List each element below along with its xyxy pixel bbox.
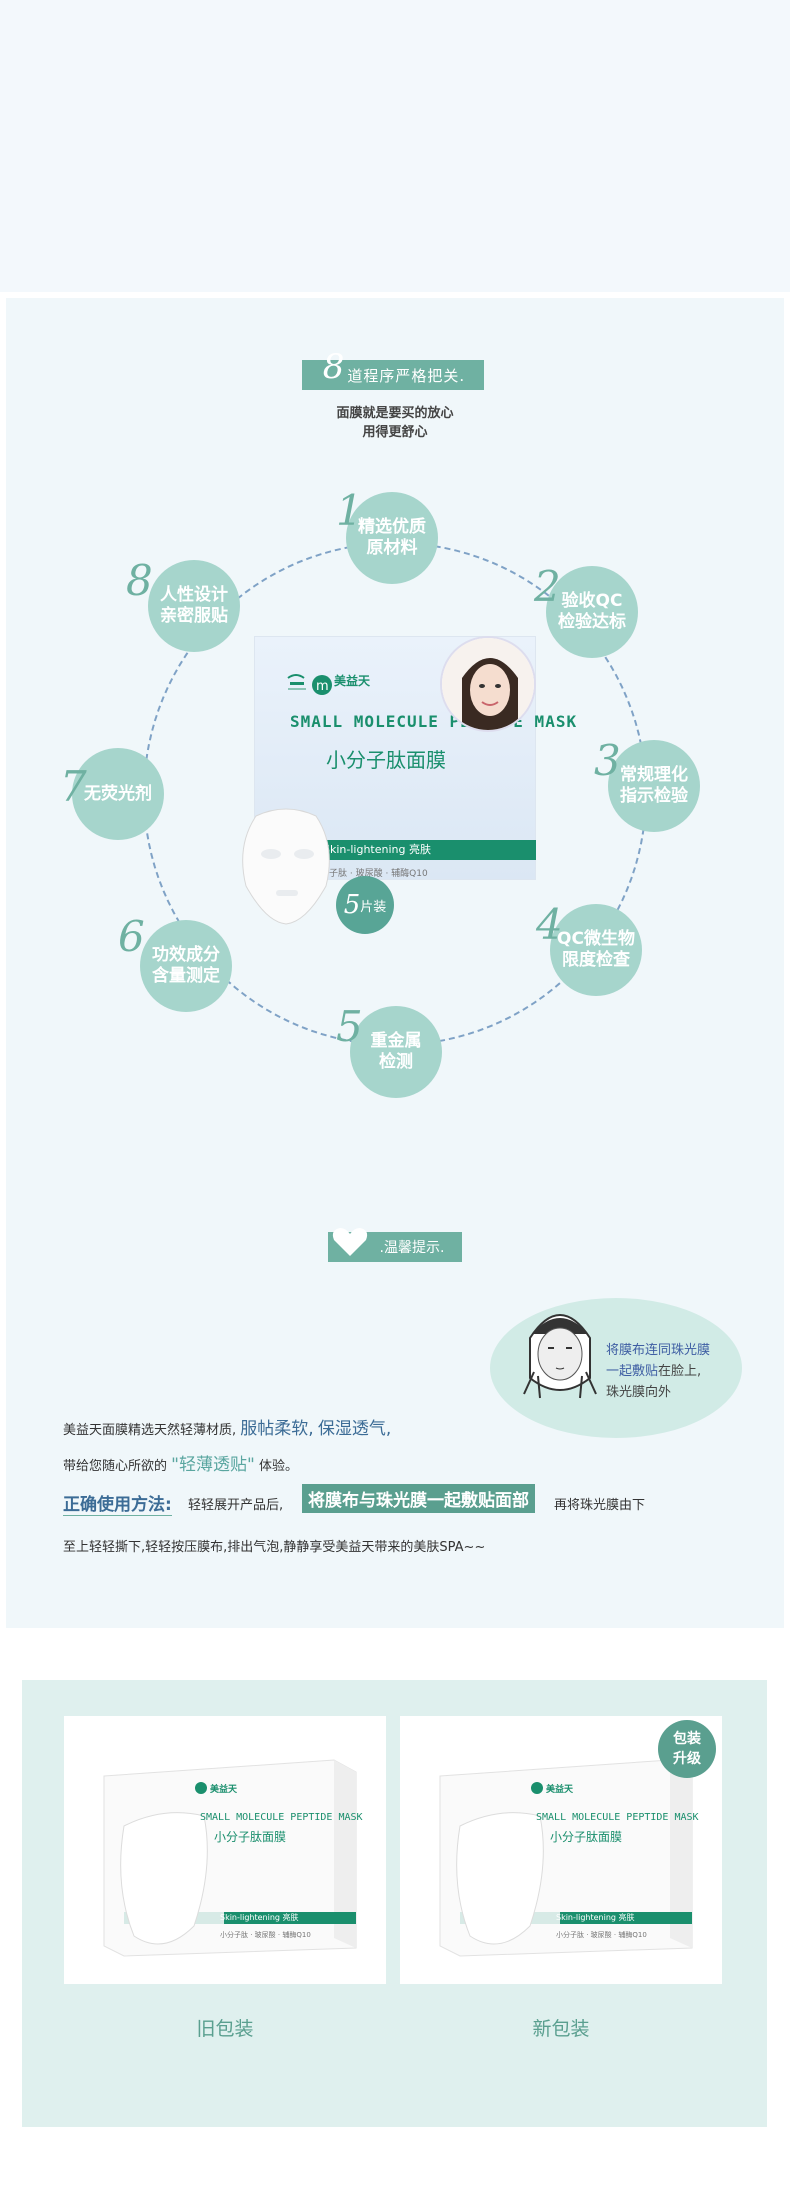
piece-count-unit: 片装 — [360, 899, 387, 915]
desc-line1-a: 美益天面膜精选天然轻薄材质, — [63, 1423, 237, 1438]
step-5-l2: 检测 — [379, 1052, 413, 1072]
step-1-l2: 原材料 — [366, 538, 418, 558]
new-package-label: 新包装 — [532, 2018, 590, 2040]
face-mask-sheet-image — [242, 808, 330, 925]
usage-line1: 将膜布连同珠光膜 — [606, 1343, 711, 1358]
old-package-card: 美益天 SMALL MOLECULE PEPTIDE MASK 小分子肽面膜 S… — [64, 1716, 386, 1984]
step-4-l2: 限度检查 — [562, 950, 630, 970]
old-box-ingredients: 小分子肽 · 玻尿酸 · 辅酶Q10 — [220, 1931, 311, 1939]
usage-line3: 珠光膜向外 — [606, 1385, 672, 1400]
upgrade-badge: 包装升级 — [658, 1720, 716, 1778]
step-5-number: 5 — [336, 1002, 363, 1051]
howto-label: 正确使用方法: — [63, 1490, 172, 1516]
step-8-l2: 亲密服贴 — [160, 606, 228, 626]
step-2-l1: 验收QC — [561, 591, 623, 611]
new-box-ingredients: 小分子肽 · 玻尿酸 · 辅酶Q10 — [556, 1931, 647, 1939]
heart-icon — [332, 1228, 368, 1256]
desc-line1-c: 保湿透气, — [317, 1419, 392, 1439]
old-package-label: 旧包装 — [196, 2018, 254, 2040]
old-box-brand: 美益天 — [210, 1785, 238, 1795]
step-6-l1: 功效成分 — [152, 945, 220, 965]
subtitle-line2: 用得更舒心 — [362, 425, 428, 440]
new-box-en: SMALL MOLECULE PEPTIDE MASK — [536, 1812, 699, 1823]
step-7: 无荧光剂 7 — [60, 748, 164, 840]
model-face-image — [440, 636, 536, 732]
brand-name: 美益天 — [334, 674, 371, 688]
quality-heading: 8 道程序严格把关. — [302, 347, 484, 390]
subtitle-line1: 面膜就是要买的放心 — [336, 406, 454, 421]
new-box-brand: 美益天 — [546, 1785, 574, 1795]
step-8: 人性设计亲密服贴 8 — [126, 556, 240, 652]
divider — [0, 292, 790, 298]
step-4-l1: QC微生物 — [557, 929, 635, 949]
pack-band: Skin-lightening 亮肤 — [311, 840, 536, 860]
step-5: 重金属检测 5 — [336, 1002, 442, 1098]
usage-instructions: 将膜布连同珠光膜 一起敷贴在脸上, 珠光膜向外 — [606, 1340, 710, 1403]
step-2-number: 2 — [534, 562, 561, 611]
usage-line2-highlight: 一起敷贴 — [606, 1364, 659, 1379]
step-1: 精选优质原材料 1 — [336, 486, 438, 584]
old-package-box-image — [103, 1759, 357, 1957]
step-8-number: 8 — [126, 556, 153, 605]
new-box-band: Skin-lightening 亮肤 — [556, 1913, 635, 1922]
brand-logo-icon: m — [287, 674, 332, 695]
desc-line2: 带给您随心所欲的 "轻薄透贴" 体验。 — [63, 1450, 298, 1475]
heading-number: 8 — [322, 347, 346, 387]
howto-text-a: 轻轻展开产品后, — [188, 1498, 284, 1513]
step-3-number: 3 — [594, 736, 621, 785]
heading-text: 道程序严格把关. — [347, 366, 466, 385]
step-6-number: 6 — [118, 912, 145, 961]
desc-line4: 至上轻轻撕下,轻轻按压膜布,排出气泡,静静享受美益天带来的美肤SPA~~ — [63, 1540, 486, 1555]
upgrade-badge-text: 包装升级 — [673, 1731, 701, 1767]
top-blank-banner — [0, 0, 790, 292]
step-4: QC微生物限度检查 4 — [536, 900, 642, 996]
pack-title-en: SMALL MOLECULE PEPTIDE MASK — [290, 712, 578, 731]
old-box-en: SMALL MOLECULE PEPTIDE MASK — [200, 1812, 363, 1823]
step-5-l1: 重金属 — [370, 1031, 422, 1051]
desc-line2-c: 体验。 — [258, 1459, 298, 1474]
tips-heading-text: .温馨提示. — [379, 1240, 445, 1256]
old-box-band: Skin-lightening 亮肤 — [220, 1913, 299, 1922]
new-box-cn: 小分子肽面膜 — [550, 1830, 623, 1844]
step-2-l2: 检验达标 — [558, 612, 626, 632]
piece-count-badge: 5 片装 — [336, 876, 394, 934]
mask-application-illustration — [523, 1314, 597, 1399]
step-3-l2: 指示检验 — [620, 786, 688, 806]
usage-line2-rest: 在脸上, — [658, 1364, 702, 1379]
step-7-l1: 无荧光剂 — [84, 783, 152, 804]
step-1-number: 1 — [336, 486, 363, 535]
piece-count-number: 5 — [343, 890, 361, 920]
pack-ingredients: 小分子肽 · 玻尿酸 · 辅酶Q10 — [311, 869, 428, 879]
step-3: 常规理化指示检验 3 — [594, 736, 700, 832]
old-box-cn: 小分子肽面膜 — [214, 1830, 287, 1844]
desc-line2-a: 带给您随心所欲的 — [63, 1459, 168, 1474]
step-7-number: 7 — [60, 762, 87, 811]
pack-title-cn: 小分子肽面膜 — [326, 748, 446, 772]
new-package-box-image — [439, 1759, 693, 1957]
step-4-number: 4 — [536, 900, 563, 949]
howto-text-b: 再将珠光膜由下 — [554, 1498, 646, 1513]
step-3-l1: 常规理化 — [620, 765, 688, 785]
step-1-l1: 精选优质 — [358, 517, 426, 537]
desc-line1-b: 服帖柔软, — [240, 1419, 314, 1439]
step-6-l2: 含量测定 — [152, 966, 220, 986]
desc-line1: 美益天面膜精选天然轻薄材质, 服帖柔软, 保湿透气, — [63, 1414, 391, 1439]
svg-text:m: m — [316, 679, 329, 694]
step-8-l1: 人性设计 — [160, 585, 228, 605]
new-package-card: 美益天 SMALL MOLECULE PEPTIDE MASK 小分子肽面膜 S… — [400, 1716, 722, 1984]
desc-line2-b: "轻薄透贴" — [171, 1455, 255, 1475]
howto-highlight: 将膜布与珠光膜一起敷贴面部 — [302, 1484, 535, 1513]
step-6: 功效成分含量测定 6 — [118, 912, 232, 1012]
